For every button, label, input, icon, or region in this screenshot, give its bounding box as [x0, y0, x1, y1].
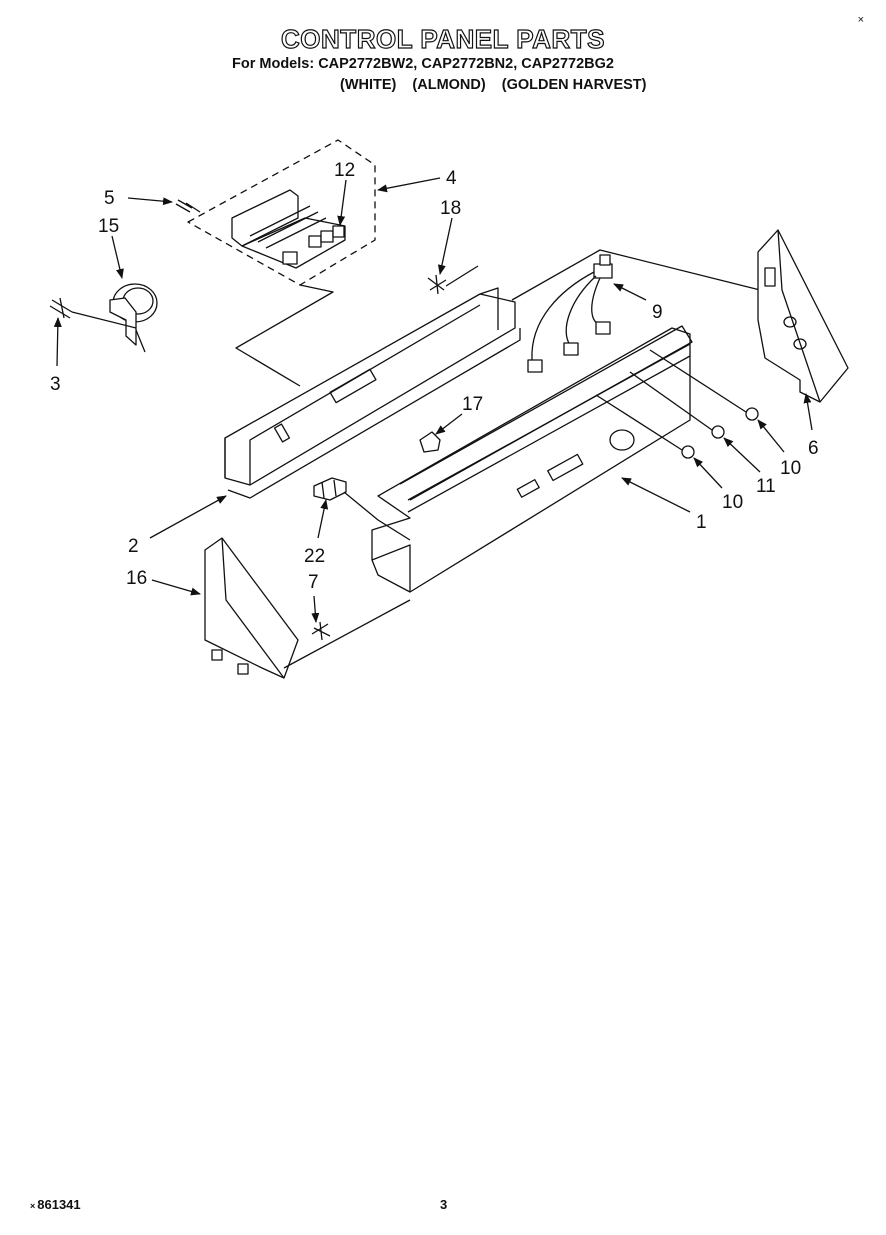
part-10-screw-upper	[745, 407, 759, 421]
callout-15: 15	[98, 216, 119, 237]
callout-16: 16	[126, 568, 147, 589]
finish-almond: (ALMOND)	[412, 77, 486, 93]
callout-4: 4	[446, 168, 457, 189]
arrow-17	[435, 413, 463, 435]
callout-10-lower: 10	[722, 492, 743, 513]
arrow-6	[803, 393, 813, 431]
leader-wire-3-15	[71, 311, 137, 329]
arrow-3	[53, 317, 62, 367]
corner-mark: ×	[857, 14, 864, 26]
part-1-console-panel	[371, 325, 693, 593]
document-number: ×861341	[30, 1197, 81, 1212]
callout-3: 3	[50, 374, 61, 395]
part-5-screw	[175, 199, 201, 213]
part-6-end-cap	[757, 229, 849, 403]
callout-10-upper: 10	[780, 458, 801, 479]
part-10-screw-lower	[681, 445, 695, 459]
callout-6: 6	[808, 438, 819, 459]
part-17-clip	[419, 431, 441, 453]
part-2-bracket	[224, 287, 521, 499]
arrow-15	[111, 235, 124, 279]
part-3-screw	[49, 297, 73, 319]
part-18-screw	[427, 274, 447, 295]
arrow-11	[723, 437, 761, 473]
callout-22: 22	[304, 546, 325, 567]
part-16-end-cap	[204, 537, 411, 679]
part-7-screw	[311, 621, 331, 641]
part-22-clip	[313, 477, 411, 541]
callout-1: 1	[696, 512, 707, 533]
arrow-5	[127, 197, 173, 206]
arrow-18	[437, 217, 453, 275]
arrow-12	[337, 179, 347, 226]
callout-2: 2	[128, 536, 139, 557]
part-9-wire-harness	[527, 254, 613, 373]
arrow-10-lower	[693, 457, 723, 489]
callout-5: 5	[104, 188, 115, 209]
part-15-thermostat	[109, 283, 158, 353]
part-11-screw	[711, 425, 725, 439]
arrow-1	[621, 477, 691, 513]
finish-white: (WHITE)	[340, 77, 397, 93]
leader-wire-18	[445, 265, 479, 287]
arrow-10-upper	[757, 419, 785, 453]
arrow-16	[151, 579, 201, 596]
page-title: CONTROL PANEL PARTS	[280, 23, 605, 54]
part-4-dashed-outline	[187, 139, 376, 286]
part-12-switch-block	[231, 189, 346, 269]
leader-wire-9	[511, 249, 761, 301]
leader-wire-12	[235, 284, 334, 387]
callout-12: 12	[334, 160, 355, 181]
leader-screws	[595, 349, 747, 451]
arrow-4	[377, 177, 441, 193]
callout-17: 17	[462, 394, 483, 415]
finishes-line: (WHITE) (ALMOND) (GOLDEN HARVEST)	[340, 77, 646, 93]
callout-7: 7	[308, 572, 319, 593]
arrow-9	[613, 283, 647, 301]
callout-9: 9	[652, 302, 663, 323]
page-number: 3	[440, 1197, 448, 1212]
models-line: For Models: CAP2772BW2, CAP2772BN2, CAP2…	[232, 56, 614, 72]
callout-18: 18	[440, 198, 461, 219]
arrow-7	[311, 595, 320, 623]
arrow-2	[149, 495, 227, 539]
callout-11: 11	[756, 476, 776, 497]
arrow-22	[317, 499, 329, 539]
finish-golden-harvest: (GOLDEN HARVEST)	[501, 77, 647, 93]
